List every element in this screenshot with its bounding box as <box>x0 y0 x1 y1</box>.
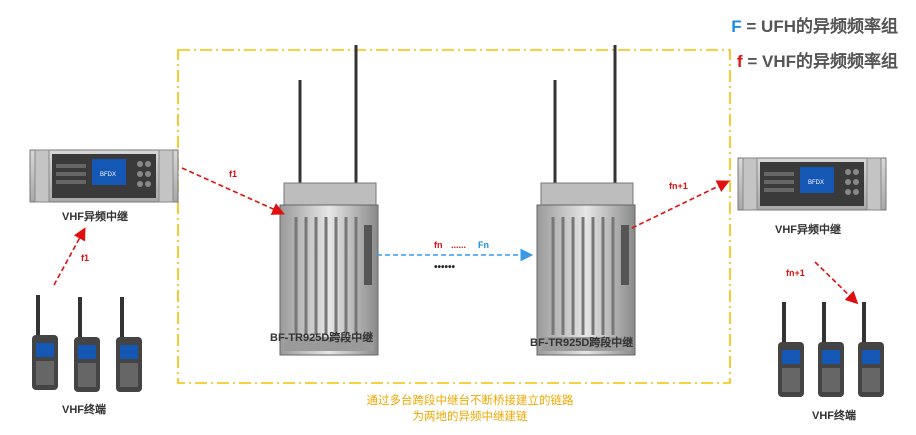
caption: 通过多台跨段中继台不断桥接建立的链路 为两地的异频中继建链 <box>310 393 630 425</box>
relay-b-label: BF-TR925D跨段中继 <box>530 337 634 349</box>
link-label-terminal-up: f1 <box>81 253 90 263</box>
link-label-relay-middle-dots: ...... <box>451 240 467 250</box>
legend-vhf-eq: = <box>747 52 758 71</box>
link-repeater-to-relay <box>181 167 285 215</box>
link-relay-to-repeater <box>631 180 730 229</box>
legend-vhf-text: VHF的异频频率组 <box>762 52 898 71</box>
left-terminals-device <box>32 295 142 392</box>
link-label-relay-middle-right: Fn <box>478 240 489 250</box>
legend-vhf-symbol: f <box>736 52 743 71</box>
link-label-repeater-down: fn+1 <box>786 268 805 278</box>
legend-uhf-text: UFH的异频频率组 <box>761 17 898 36</box>
legend-uhf-symbol: F <box>731 17 742 36</box>
link-label-relay-to-repeater: fn+1 <box>669 181 688 191</box>
svg-text:BFDX: BFDX <box>808 180 824 186</box>
right-terminals-device <box>778 302 884 397</box>
left-repeater-device: BFDX <box>29 149 179 203</box>
link-repeater-down <box>814 261 859 305</box>
link-label-repeater-to-relay: f1 <box>229 169 238 179</box>
svg-text:BFDX: BFDX <box>100 172 116 178</box>
right-terminals-label: VHF终端 <box>812 410 856 422</box>
legend-uhf: F = UFH的异频频率组 <box>731 12 898 37</box>
relay-a-label: BF-TR925D跨段中继 <box>270 332 374 344</box>
caption-line-1: 通过多台跨段中继台不断桥接建立的链路 <box>366 395 574 407</box>
relay-b-device <box>536 45 636 356</box>
link-frame <box>177 49 731 384</box>
relay-a-device <box>279 45 379 356</box>
chain-dots: •••••• <box>434 262 456 273</box>
link-label-relay-middle-left: fn <box>434 240 443 250</box>
legend-vhf: f = VHF的异频频率组 <box>737 47 898 72</box>
caption-line-2: 为两地的异频中继建链 <box>412 411 528 423</box>
right-repeater-label: VHF异频中继 <box>775 224 841 236</box>
link-terminal-up <box>53 227 86 286</box>
legend-uhf-eq: = <box>746 17 757 36</box>
left-terminals-label: VHF终端 <box>62 404 106 416</box>
left-repeater-label: VHF异频中继 <box>62 211 128 223</box>
right-repeater-device: BFDX <box>737 157 887 211</box>
